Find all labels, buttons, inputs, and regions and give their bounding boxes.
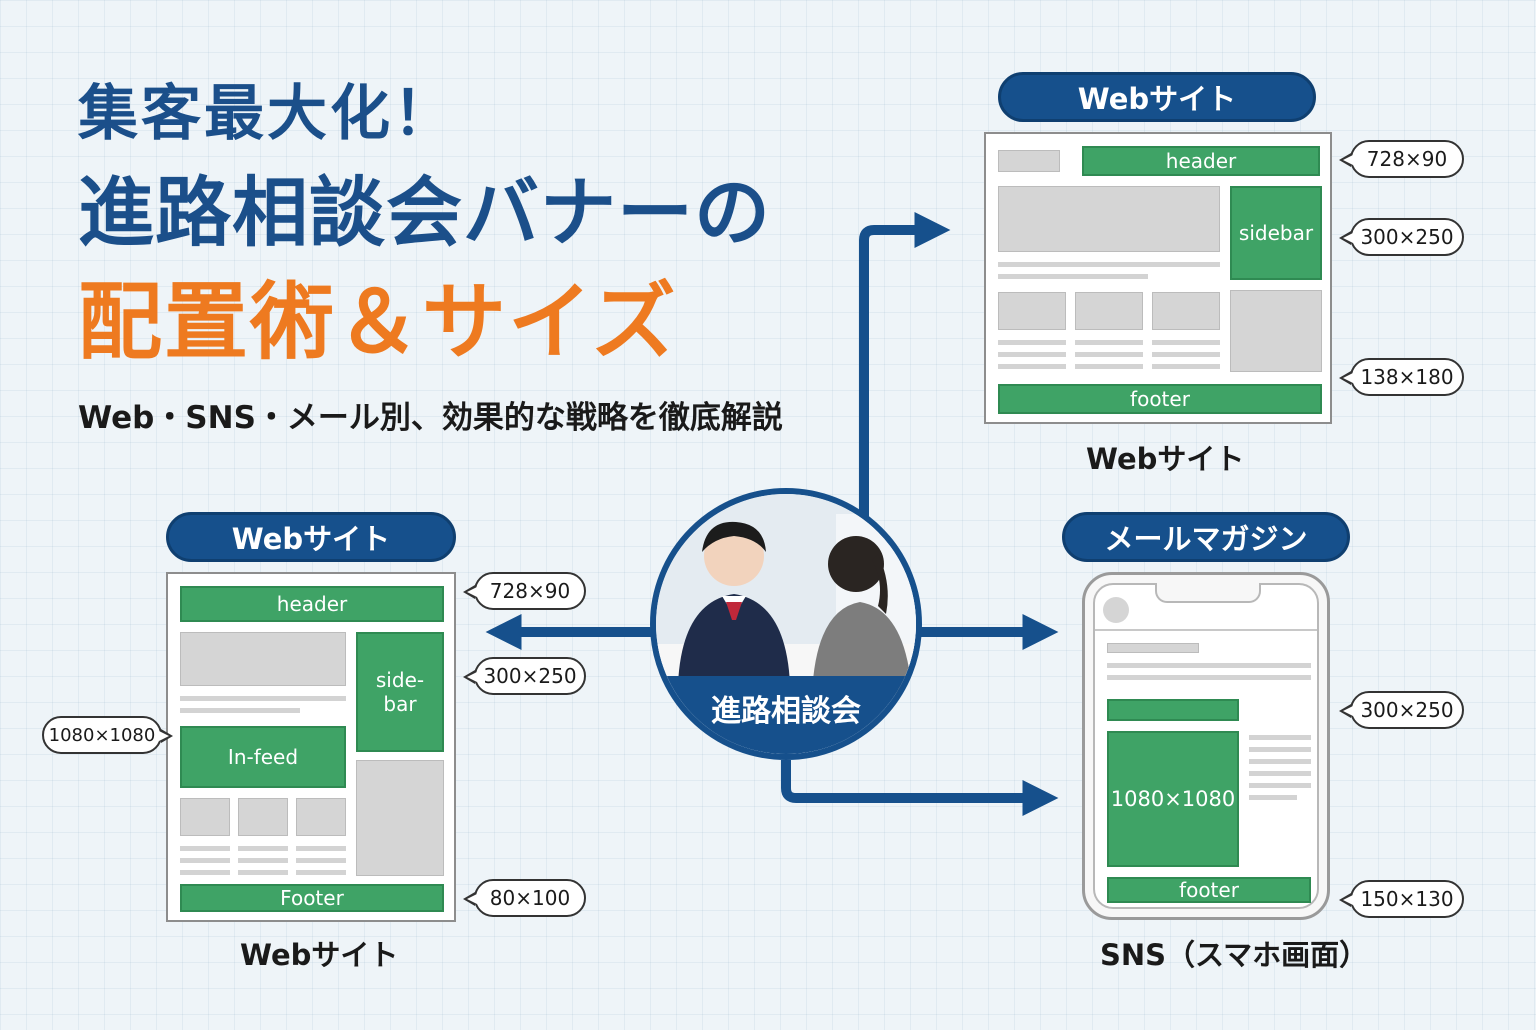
size-callout: 300×250 bbox=[1339, 218, 1464, 256]
headline-line3: 配置術＆サイズ bbox=[78, 273, 678, 371]
text-line bbox=[1075, 352, 1143, 357]
side-block bbox=[1230, 290, 1322, 372]
size-callout: 138×180 bbox=[1339, 358, 1464, 396]
phone-screen: 1080×1080 footer bbox=[1093, 583, 1319, 909]
text-line bbox=[1152, 340, 1220, 345]
divider bbox=[1095, 629, 1317, 631]
main-content-block bbox=[998, 186, 1220, 252]
arrow-to-top-website bbox=[859, 212, 951, 520]
main-content-block bbox=[180, 632, 346, 686]
text-line bbox=[1152, 352, 1220, 357]
square-banner-slot: 1080×1080 bbox=[1107, 731, 1239, 867]
avatar-placeholder bbox=[1103, 597, 1129, 623]
size-callout: 150×130 bbox=[1339, 880, 1464, 918]
text-line bbox=[998, 364, 1066, 369]
size-callout: 300×250 bbox=[1339, 691, 1464, 729]
top-website-pill: Webサイト bbox=[998, 72, 1316, 122]
thumb-2 bbox=[1075, 292, 1143, 330]
left-website-wireframe: header side- bar In-feed Footer bbox=[166, 572, 456, 922]
text-line bbox=[1249, 783, 1311, 788]
text-line bbox=[180, 870, 230, 875]
headline-line1: 集客最大化！ bbox=[78, 79, 456, 149]
footer-slot: Footer bbox=[180, 884, 444, 912]
thumb-3 bbox=[1152, 292, 1220, 330]
thumb-2 bbox=[238, 798, 288, 836]
size-callout-left: 1080×1080 bbox=[42, 716, 173, 754]
size-callout: 728×90 bbox=[1339, 140, 1464, 178]
thumb-3 bbox=[296, 798, 346, 836]
size-callout: 80×100 bbox=[463, 879, 586, 917]
sidebar-slot: sidebar bbox=[1230, 186, 1322, 280]
footer-slot: footer bbox=[998, 384, 1322, 414]
text-line bbox=[1075, 364, 1143, 369]
phone-notch bbox=[1155, 583, 1261, 603]
thumb-1 bbox=[180, 798, 230, 836]
infeed-slot: In-feed bbox=[180, 726, 346, 788]
text-line bbox=[238, 870, 288, 875]
text-line bbox=[1249, 735, 1311, 740]
size-callout: 728×90 bbox=[463, 572, 586, 610]
text-line bbox=[998, 262, 1220, 267]
text-line bbox=[180, 696, 346, 701]
text-line bbox=[1152, 364, 1220, 369]
header-slot: header bbox=[180, 586, 444, 622]
text-line bbox=[238, 858, 288, 863]
text-line bbox=[1107, 663, 1311, 668]
text-line bbox=[998, 340, 1066, 345]
headline-line2: 進路相談会バナーの bbox=[78, 168, 771, 257]
text-line bbox=[238, 846, 288, 851]
top-website-wireframe: header sidebar footer bbox=[984, 132, 1332, 424]
text-line bbox=[1075, 340, 1143, 345]
text-line bbox=[180, 846, 230, 851]
text-line bbox=[296, 858, 346, 863]
text-line bbox=[1249, 795, 1297, 800]
text-line bbox=[998, 274, 1148, 279]
arrow-to-sns bbox=[781, 760, 1059, 816]
text-line bbox=[1249, 759, 1311, 764]
smartphone-wireframe: 1080×1080 footer bbox=[1082, 572, 1330, 920]
sidebar-slot: side- bar bbox=[356, 632, 444, 752]
headline-subtitle: Web・SNS・メール別、効果的な戦略を徹底解説 bbox=[78, 400, 783, 436]
title-placeholder bbox=[1107, 643, 1199, 653]
side-block bbox=[356, 760, 444, 876]
text-line bbox=[296, 870, 346, 875]
text-line bbox=[180, 858, 230, 863]
logo-placeholder bbox=[998, 150, 1060, 172]
left-website-pill: Webサイト bbox=[166, 512, 456, 562]
header-slot: header bbox=[1082, 146, 1320, 176]
top-website-caption: Webサイト bbox=[1086, 442, 1245, 476]
center-label: 進路相談会 bbox=[656, 676, 916, 754]
mail-magazine-pill: メールマガジン bbox=[1062, 512, 1350, 562]
text-line bbox=[998, 352, 1066, 357]
size-callout: 300×250 bbox=[463, 657, 586, 695]
thumb-1 bbox=[998, 292, 1066, 330]
mail-banner-slot bbox=[1107, 699, 1239, 721]
text-line bbox=[296, 846, 346, 851]
text-line bbox=[180, 708, 300, 713]
text-line bbox=[1249, 771, 1311, 776]
sns-caption: SNS（スマホ画面） bbox=[1100, 938, 1369, 972]
footer-slot: footer bbox=[1107, 877, 1311, 903]
text-line bbox=[1107, 675, 1311, 680]
consultation-photo: 進路相談会 bbox=[650, 488, 922, 760]
text-line bbox=[1249, 747, 1311, 752]
left-website-caption: Webサイト bbox=[240, 938, 399, 972]
